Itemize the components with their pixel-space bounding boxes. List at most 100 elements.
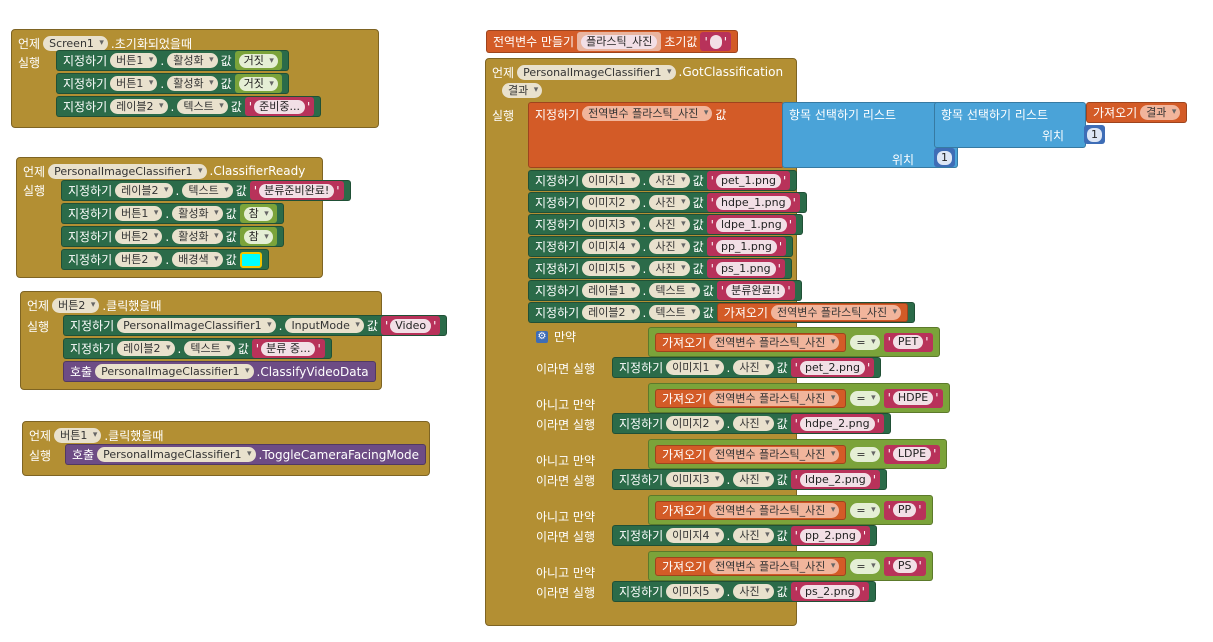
- call-block[interactable]: 호출PersonalImageClassifier1.ClassifyVideo…: [63, 361, 376, 382]
- operator-dropdown[interactable]: =: [850, 502, 880, 518]
- component-dropdown[interactable]: 레이블2: [115, 183, 173, 198]
- property-dropdown[interactable]: 텍스트: [649, 283, 700, 298]
- text-value[interactable]: ldpe_1.png: [715, 217, 787, 232]
- component-dropdown[interactable]: 이미지5: [582, 261, 640, 276]
- text-block[interactable]: 'PET': [883, 332, 933, 352]
- text-block[interactable]: 'ps_1.png': [706, 259, 785, 278]
- property-dropdown[interactable]: 텍스트: [177, 99, 228, 114]
- component-dropdown[interactable]: PersonalImageClassifier1: [517, 64, 676, 80]
- component-dropdown[interactable]: 버튼1: [110, 53, 158, 68]
- boolean-value[interactable]: 참: [243, 206, 273, 221]
- property-dropdown[interactable]: 사진: [649, 217, 690, 232]
- text-block[interactable]: '분류완료!!': [716, 281, 795, 300]
- component-dropdown[interactable]: 이미지4: [582, 239, 640, 254]
- text-value[interactable]: 분류준비완료!: [259, 183, 335, 198]
- component-dropdown[interactable]: PersonalImageClassifier1: [97, 447, 256, 462]
- property-dropdown[interactable]: 배경색: [172, 252, 223, 267]
- operator-dropdown[interactable]: =: [850, 446, 880, 462]
- text-value[interactable]: pet_2.png: [799, 360, 865, 375]
- text-value[interactable]: PET: [892, 335, 924, 349]
- text-value[interactable]: LDPE: [892, 447, 932, 461]
- component-dropdown[interactable]: 이미지4: [666, 528, 724, 543]
- component-dropdown[interactable]: 버튼1: [110, 76, 158, 91]
- variable-dropdown[interactable]: 전역변수 플라스틱_사진: [582, 106, 713, 121]
- text-block[interactable]: 'PS': [883, 556, 926, 576]
- component-dropdown[interactable]: 이미지2: [666, 416, 724, 431]
- text-block[interactable]: 'hdpe_1.png': [706, 193, 800, 212]
- text-value[interactable]: pp_1.png: [715, 239, 777, 254]
- text-block[interactable]: 'pet_1.png': [706, 171, 791, 190]
- boolean-value[interactable]: 거짓: [238, 53, 278, 68]
- empty-text-block[interactable]: ' ': [700, 32, 732, 51]
- text-block[interactable]: 'ldpe_2.png': [790, 470, 881, 489]
- text-value[interactable]: Video: [390, 318, 432, 333]
- component-dropdown[interactable]: 버튼2: [52, 297, 100, 313]
- property-dropdown[interactable]: 활성화: [167, 76, 218, 91]
- gear-icon[interactable]: ⚙: [536, 330, 548, 343]
- component-dropdown[interactable]: 이미지1: [582, 173, 640, 188]
- component-dropdown[interactable]: 레이블2: [582, 305, 640, 320]
- property-dropdown[interactable]: InputMode: [285, 318, 364, 333]
- param-result[interactable]: 결과: [502, 82, 543, 98]
- property-dropdown[interactable]: 사진: [649, 173, 690, 188]
- text-block[interactable]: 'pp_1.png': [706, 237, 787, 256]
- text-block[interactable]: 'PP': [883, 500, 926, 520]
- text-value[interactable]: pet_1.png: [715, 173, 781, 188]
- component-dropdown[interactable]: 이미지2: [582, 195, 640, 210]
- call-block[interactable]: 호출PersonalImageClassifier1.ToggleCameraF…: [65, 444, 427, 465]
- property-dropdown[interactable]: 텍스트: [184, 341, 235, 356]
- property-dropdown[interactable]: 텍스트: [649, 305, 700, 320]
- component-dropdown[interactable]: 레이블2: [110, 99, 168, 114]
- component-dropdown[interactable]: Screen1: [43, 35, 108, 51]
- operator-dropdown[interactable]: =: [850, 390, 880, 406]
- text-value[interactable]: pp_2.png: [799, 528, 861, 543]
- property-dropdown[interactable]: 사진: [649, 261, 690, 276]
- boolean-block[interactable]: 참: [239, 227, 277, 246]
- boolean-value[interactable]: 참: [243, 229, 273, 244]
- text-block[interactable]: 'LDPE': [883, 444, 941, 464]
- set-block[interactable]: 지정하기PersonalImageClassifier1.InputMode값'…: [63, 315, 448, 336]
- component-dropdown[interactable]: 버튼2: [115, 229, 163, 244]
- component-dropdown[interactable]: PersonalImageClassifier1: [117, 318, 276, 333]
- property-dropdown[interactable]: 사진: [733, 360, 774, 375]
- select-list-item-block[interactable]: 항목 선택하기 리스트: [782, 102, 958, 168]
- variable-dropdown[interactable]: 전역변수 플라스틱_사진: [770, 305, 902, 320]
- number-block[interactable]: 1: [1084, 125, 1105, 144]
- number-block[interactable]: 1: [934, 148, 955, 167]
- boolean-value[interactable]: 거짓: [238, 76, 278, 91]
- operator-dropdown[interactable]: =: [850, 334, 880, 350]
- text-block[interactable]: '분류 중...': [251, 339, 325, 358]
- variable-dropdown[interactable]: 전역변수 플라스틱_사진: [709, 446, 840, 462]
- component-dropdown[interactable]: PersonalImageClassifier1: [95, 364, 254, 379]
- text-block[interactable]: '분류준비완료!': [249, 181, 344, 200]
- property-dropdown[interactable]: 활성화: [172, 229, 223, 244]
- component-dropdown[interactable]: 레이블2: [117, 341, 175, 356]
- property-dropdown[interactable]: 사진: [733, 528, 774, 543]
- property-dropdown[interactable]: 사진: [733, 472, 774, 487]
- operator-dropdown[interactable]: =: [850, 558, 880, 574]
- property-dropdown[interactable]: 사진: [733, 416, 774, 431]
